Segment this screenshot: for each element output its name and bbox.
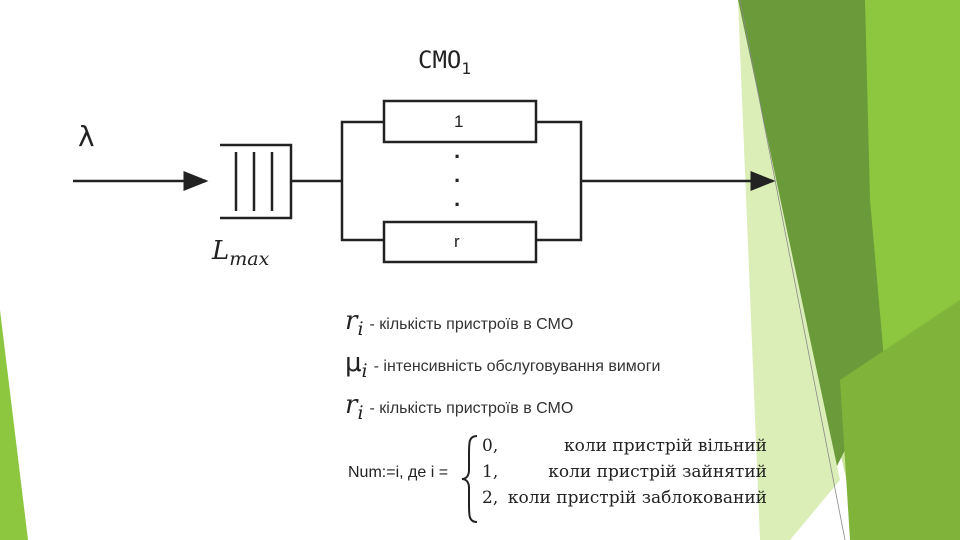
legend-symbol: ri	[345, 390, 364, 425]
legend-description: - кількість пристроїв в СМО	[369, 400, 574, 417]
right-dark-shape	[738, 0, 890, 470]
case-condition: коли пристрій вільний	[564, 436, 767, 456]
legend-symbol: ri	[345, 306, 364, 341]
case-value: 2,	[482, 488, 499, 508]
right-bottom-shape	[840, 300, 960, 540]
legend-description: - інтенсивність обслуговування вимоги	[373, 358, 661, 375]
queue-capacity-label: Lmax	[212, 236, 270, 270]
formula-case: 1, коли пристрій зайнятий	[482, 462, 767, 482]
case-condition: коли пристрій зайнятий	[548, 462, 767, 482]
split-bracket	[340, 120, 384, 242]
formula-case: 0, коли пристрій вільний	[482, 436, 767, 456]
legend-symbol: μi	[345, 348, 368, 383]
formula-case: 2, коли пристрій заблокований	[482, 488, 767, 508]
queue-buffer	[220, 143, 293, 220]
ellipsis-dot-2: ·	[454, 168, 462, 193]
server-r-box	[382, 220, 538, 264]
case-condition: коли пристрій заблокований	[507, 488, 767, 508]
ellipsis-dot-3: ·	[454, 192, 462, 217]
case-value: 1,	[482, 462, 499, 482]
legend-item: ri - кількість пристроїв в СМО	[345, 390, 574, 425]
ellipsis-dot-1: ·	[454, 144, 462, 169]
legend-description: - кількість пристроїв в СМО	[369, 316, 574, 333]
server-r-label: r	[454, 232, 460, 251]
server-1-label: 1	[454, 112, 464, 131]
right-pale-shape	[738, 0, 840, 540]
input-rate-label: λ	[78, 120, 95, 153]
merge-bracket	[536, 120, 583, 242]
case-brace	[461, 435, 478, 523]
left-edge-triangle	[0, 310, 28, 540]
legend-item: ri - кількість пристроїв в СМО	[345, 306, 574, 341]
legend-item: μi - інтенсивність обслуговування вимоги	[345, 348, 661, 383]
case-value: 0,	[482, 436, 499, 456]
diagonal-hairline	[739, 0, 846, 540]
system-title: СМО1	[418, 46, 471, 78]
formula-prefix: Num:=i, де i =	[348, 464, 449, 481]
